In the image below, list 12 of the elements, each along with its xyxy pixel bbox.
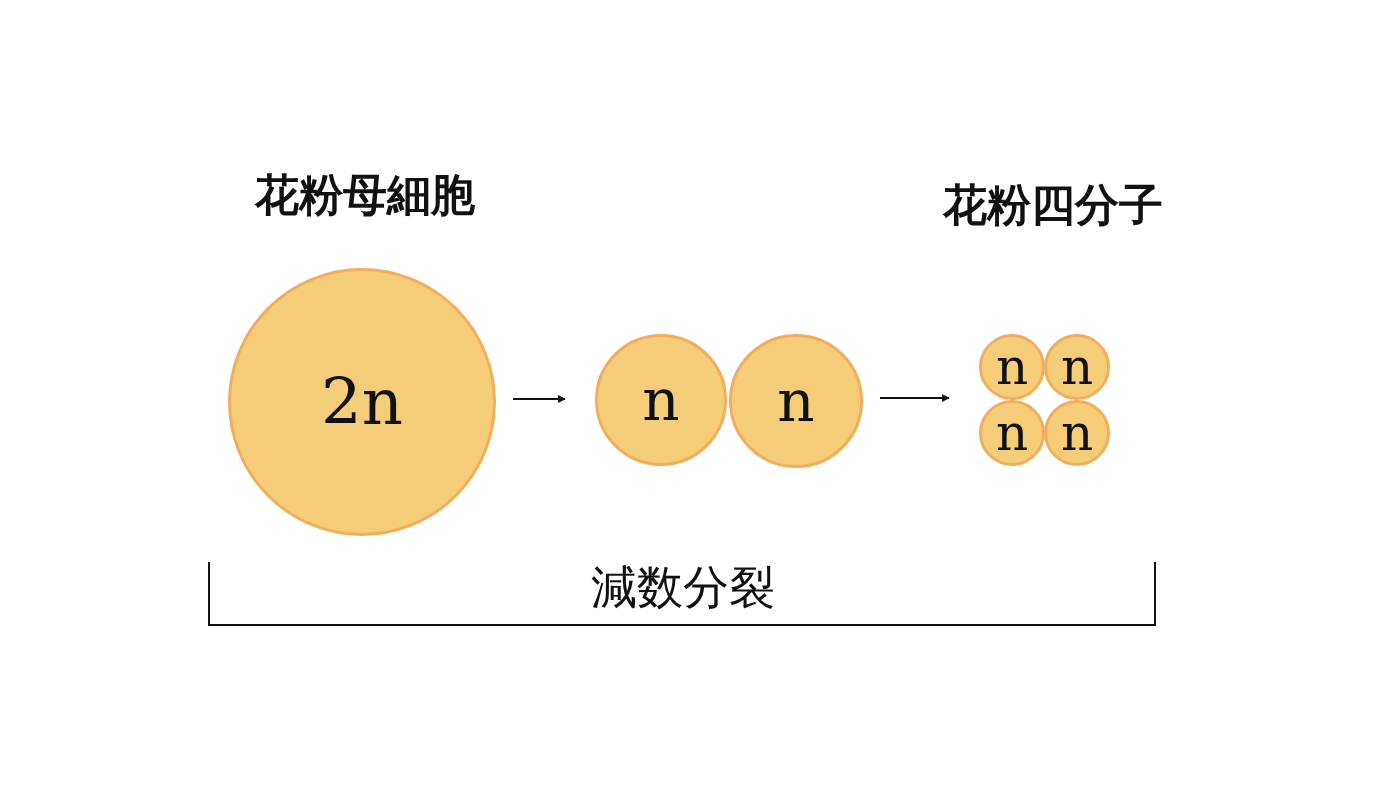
arrow bbox=[879, 394, 950, 402]
group-heading: 花粉四分子 bbox=[943, 183, 1163, 227]
cell-heading: 花粉母細胞 bbox=[255, 173, 475, 217]
ploidy-label: n bbox=[1060, 408, 1094, 458]
ploidy-label: n bbox=[1060, 342, 1094, 392]
ploidy-label: n bbox=[995, 408, 1029, 458]
ploidy-label: n bbox=[642, 371, 680, 429]
ploidy-label: n bbox=[777, 372, 815, 430]
arrow bbox=[512, 395, 566, 403]
bracket-label: 減数分裂 bbox=[591, 564, 775, 610]
ploidy-label: n bbox=[995, 342, 1029, 392]
ploidy-label: 2n bbox=[321, 370, 403, 434]
